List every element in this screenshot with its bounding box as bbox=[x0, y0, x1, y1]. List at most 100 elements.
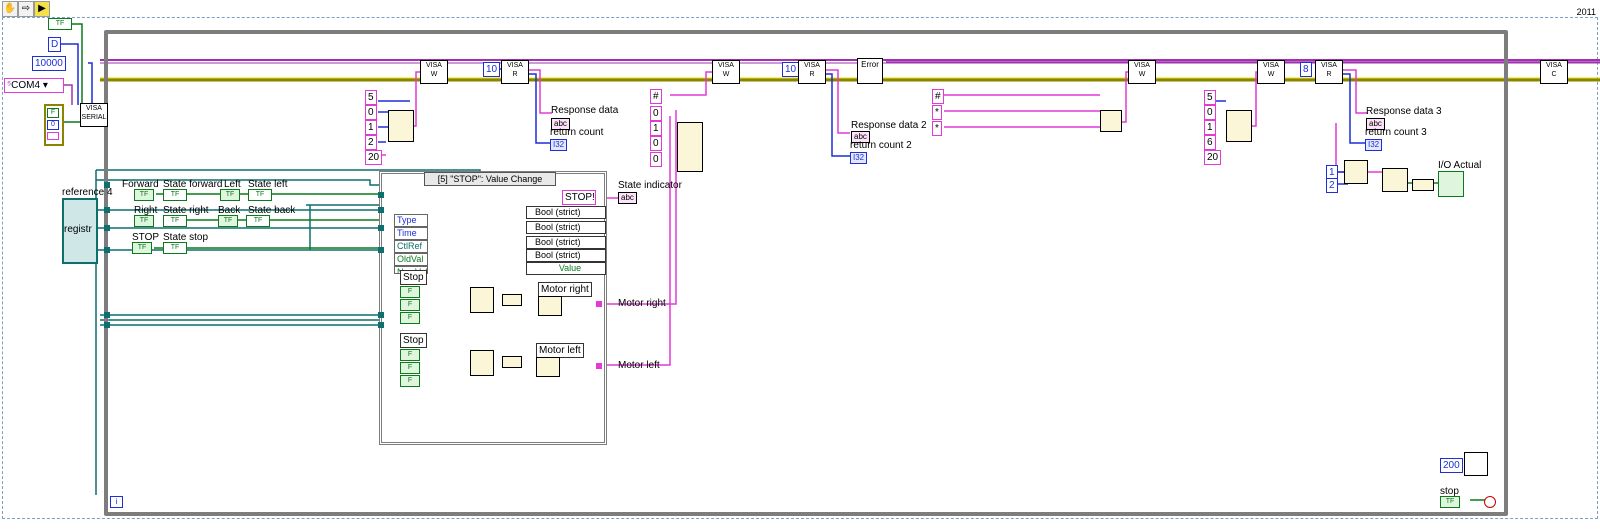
loop-tunnel bbox=[104, 182, 110, 188]
stop-control[interactable]: TF bbox=[132, 242, 152, 254]
build-array-icon[interactable] bbox=[677, 122, 703, 172]
state-left-label: State left bbox=[248, 179, 288, 190]
visa-icon: ⁵ bbox=[7, 80, 12, 91]
string-subset-icon[interactable] bbox=[1344, 160, 1368, 184]
baud-rate-constant[interactable]: 10000 bbox=[32, 56, 66, 71]
false-const[interactable]: F bbox=[400, 375, 420, 387]
false-const[interactable]: F bbox=[400, 299, 420, 311]
false-const[interactable]: F bbox=[400, 312, 420, 324]
hash-const-0[interactable]: # bbox=[650, 89, 662, 104]
build-array-icon[interactable] bbox=[1226, 110, 1252, 142]
build-array-icon[interactable] bbox=[470, 287, 494, 313]
const-2[interactable]: 2 bbox=[1326, 178, 1338, 193]
array-b-const-0[interactable]: 5 bbox=[1204, 90, 1216, 105]
back-control[interactable]: TF bbox=[218, 215, 238, 227]
reference-label: reference 4 bbox=[62, 187, 113, 198]
read-count-1[interactable]: 10 bbox=[483, 62, 501, 77]
return-count-2-label: return count 2 bbox=[850, 140, 912, 151]
concatenate-strings-icon[interactable] bbox=[1100, 110, 1122, 132]
left-control[interactable]: TF bbox=[220, 189, 240, 201]
array-b-const-4[interactable]: 20 bbox=[1204, 150, 1222, 165]
toolbar: ✋ ⇨ ▶ 2011 bbox=[0, 0, 1600, 17]
star-const-1[interactable]: * bbox=[932, 105, 942, 120]
bool-array-converter-icon[interactable] bbox=[502, 294, 522, 306]
stop-loop-control[interactable]: TF bbox=[1440, 496, 1460, 508]
state-forward-local[interactable]: TF bbox=[163, 189, 187, 201]
right-control[interactable]: TF bbox=[134, 215, 154, 227]
reference-refnum[interactable] bbox=[62, 198, 98, 264]
io-actual-indicator bbox=[1438, 171, 1464, 197]
array-b-const-2[interactable]: 1 bbox=[1204, 120, 1216, 135]
state-left-local[interactable]: TF bbox=[248, 189, 272, 201]
hash-const-2[interactable]: 1 bbox=[650, 121, 662, 136]
array-const-1[interactable]: 0 bbox=[365, 105, 377, 120]
loop-tunnel bbox=[104, 312, 110, 318]
hash-const-1[interactable]: 0 bbox=[650, 106, 662, 121]
hash-const-3[interactable]: 0 bbox=[650, 136, 662, 151]
unbundle-bool[interactable]: Bool (strict) bbox=[526, 221, 606, 234]
arrow-run-icon[interactable]: ⇨ bbox=[18, 1, 34, 17]
motor-right-label: Motor right bbox=[538, 282, 592, 297]
motor-left-node[interactable] bbox=[536, 357, 560, 377]
forward-control[interactable]: TF bbox=[134, 189, 154, 201]
case-tunnel bbox=[596, 301, 602, 307]
read-count-2[interactable]: 10 bbox=[782, 62, 800, 77]
array-converter-icon[interactable] bbox=[1412, 179, 1434, 191]
error-handler-icon[interactable]: Error bbox=[857, 58, 883, 84]
labview-icon[interactable]: ▶ bbox=[34, 1, 50, 17]
tf-constant[interactable]: TF bbox=[48, 18, 72, 30]
false-const[interactable]: F bbox=[400, 286, 420, 298]
star-const-0[interactable]: # bbox=[932, 89, 944, 104]
event-case-selector[interactable]: [5] "STOP": Value Change bbox=[424, 172, 556, 186]
array-b-const-1[interactable]: 0 bbox=[1204, 105, 1216, 120]
event-field-type: Type bbox=[394, 214, 428, 227]
stop-condition-icon[interactable] bbox=[1484, 496, 1496, 508]
state-stop-label: State stop bbox=[163, 232, 209, 243]
array-const-2[interactable]: 1 bbox=[365, 120, 377, 135]
array-const-0[interactable]: 5 bbox=[365, 90, 377, 105]
read-count-3[interactable]: 8 bbox=[1300, 62, 1312, 77]
d-constant[interactable]: D bbox=[48, 37, 62, 52]
false-const[interactable]: F bbox=[400, 362, 420, 374]
state-back-local[interactable]: TF bbox=[246, 215, 270, 227]
error-cluster-constant[interactable]: F 0 bbox=[44, 104, 64, 146]
state-stop-local[interactable]: TF bbox=[163, 242, 187, 254]
array-const-3[interactable]: 2 bbox=[365, 135, 377, 150]
unbundle-bool[interactable]: Bool (strict) bbox=[526, 249, 606, 262]
bool-array-converter-icon[interactable] bbox=[502, 356, 522, 368]
array-b-const-3[interactable]: 6 bbox=[1204, 135, 1216, 150]
stop-label: STOP bbox=[132, 232, 160, 243]
motor-right-node[interactable] bbox=[538, 296, 562, 316]
return-count-2-indicator: I32 bbox=[850, 152, 868, 164]
unbundle-bool[interactable]: Bool (strict) bbox=[526, 236, 606, 249]
wait-timer-icon[interactable] bbox=[1464, 452, 1488, 476]
hand-tool-icon[interactable]: ✋ bbox=[2, 1, 18, 17]
stop-string-constant[interactable]: STOP! bbox=[562, 190, 596, 205]
event-tunnel bbox=[378, 312, 384, 318]
loop-tunnel bbox=[104, 322, 110, 328]
wait-ms-constant[interactable]: 200 bbox=[1440, 458, 1463, 473]
unbundle-bool[interactable]: Bool (strict) bbox=[526, 206, 606, 219]
false-const[interactable]: F bbox=[400, 349, 420, 361]
source-const bbox=[47, 132, 59, 140]
com-port-constant[interactable]: ⁵COM4 ▾ bbox=[4, 78, 64, 93]
build-array-icon[interactable] bbox=[388, 110, 414, 142]
registry-label: registr bbox=[64, 224, 92, 235]
string-to-bool-icon[interactable] bbox=[1382, 168, 1408, 192]
unbundle-value[interactable]: Value bbox=[526, 262, 606, 275]
array-const-4[interactable]: 20 bbox=[365, 150, 383, 165]
hash-const-4[interactable]: 0 bbox=[650, 152, 662, 167]
state-right-local[interactable]: TF bbox=[163, 215, 187, 227]
build-array-icon[interactable] bbox=[470, 350, 494, 376]
star-const-2[interactable]: * bbox=[932, 121, 942, 136]
loop-tunnel bbox=[104, 225, 110, 231]
